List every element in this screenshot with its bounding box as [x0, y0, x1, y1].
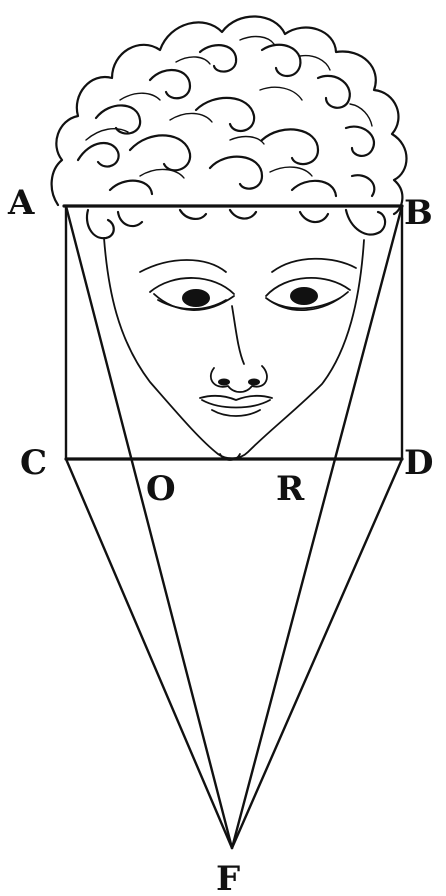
line-bf: [232, 206, 402, 848]
line-df: [232, 459, 402, 848]
label-o: O: [146, 469, 176, 509]
label-f: F: [216, 859, 240, 896]
nostril-left-icon: [218, 379, 230, 386]
label-d: D: [404, 443, 433, 483]
label-c: C: [20, 443, 47, 483]
point-labels: A B C D O R F: [7, 183, 433, 896]
line-cf: [66, 459, 232, 848]
label-a: A: [7, 183, 35, 223]
label-r: R: [276, 469, 305, 509]
left-pupil-icon: [182, 289, 210, 307]
face-illustration: [104, 238, 364, 460]
right-pupil-icon: [290, 287, 318, 305]
nostril-right-icon: [248, 379, 260, 386]
construction-lines: [64, 206, 402, 848]
label-b: B: [404, 193, 433, 233]
